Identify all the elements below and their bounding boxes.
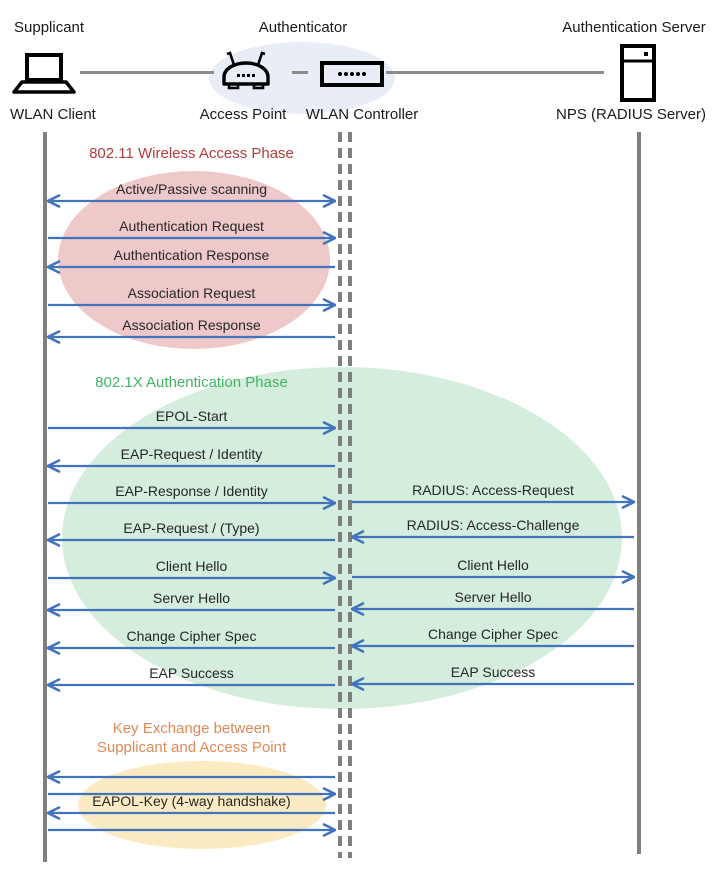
message-label: RADIUS: Access-Request <box>412 482 574 498</box>
lifeline-wlan-client <box>43 132 47 862</box>
role-supplicant-label: Supplicant <box>14 19 85 36</box>
message-label: Association Response <box>122 317 261 333</box>
phase-key-exchange-title-line1: Key Exchange between <box>112 720 271 737</box>
message-label: Client Hello <box>457 557 529 573</box>
message-label: Client Hello <box>155 558 228 574</box>
message-arrow <box>351 602 634 616</box>
message-arrow <box>47 260 335 274</box>
message-label: EAPOL-Key (4-way handshake) <box>92 793 291 809</box>
message-arrow <box>48 571 336 585</box>
message-arrow <box>48 421 336 435</box>
message-arrow <box>351 530 634 544</box>
authenticator-group-ellipse <box>209 42 395 114</box>
controller-box-icon <box>320 61 384 92</box>
lifeline-wlan-controller-left <box>338 132 342 858</box>
message-arrow <box>48 231 336 245</box>
message-arrow <box>47 459 335 473</box>
wireless-router-icon <box>216 50 276 97</box>
message-arrow <box>47 678 335 692</box>
message-label: Authentication Request <box>119 218 264 234</box>
phase-802-11-title: 802.11 Wireless Access Phase <box>89 145 294 162</box>
message-label: EAP-Request / Identity <box>120 446 263 462</box>
message-arrow <box>47 533 335 547</box>
message-label: Change Cipher Spec <box>126 628 257 644</box>
device-wlan-controller-label: WLAN Controller <box>305 106 419 123</box>
connector-line <box>386 71 604 74</box>
message-arrow <box>351 677 634 691</box>
lifeline-nps <box>637 132 641 854</box>
message-arrow <box>48 823 336 837</box>
message-arrow <box>47 194 336 208</box>
message-arrow <box>47 603 335 617</box>
message-arrow <box>48 496 336 510</box>
message-label: EPOL-Start <box>155 408 228 424</box>
message-arrow <box>352 495 635 509</box>
message-label: EAP Success <box>450 664 536 680</box>
connector-line <box>80 71 214 74</box>
lifeline-wlan-controller-right <box>348 132 352 858</box>
message-label: Association Request <box>127 285 256 301</box>
phase-key-exchange-title: Key Exchange between Supplicant and Acce… <box>47 719 336 757</box>
phase-key-exchange-ellipse <box>78 761 326 849</box>
message-label: EAP-Request / (Type) <box>123 520 260 536</box>
role-authenticator-label: Authenticator <box>258 19 348 36</box>
message-arrow <box>47 330 335 344</box>
message-label: Server Hello <box>454 589 532 605</box>
message-label: Server Hello <box>152 590 231 606</box>
message-label: EAP Success <box>149 665 234 681</box>
phase-802-1x-title: 802.1X Authentication Phase <box>95 374 288 391</box>
device-nps-label: NPS (RADIUS Server) <box>555 106 707 123</box>
message-arrow <box>48 298 336 312</box>
message-arrow <box>48 787 336 801</box>
message-label: EAP-Response / Identity <box>115 483 268 499</box>
message-arrow <box>47 806 335 820</box>
connector-line <box>292 71 308 74</box>
phase-key-exchange-title-line2: Supplicant and Access Point <box>96 739 287 756</box>
device-access-point-label: Access Point <box>199 106 287 123</box>
message-arrow <box>352 570 635 584</box>
message-label: Change Cipher Spec <box>428 626 558 642</box>
message-label: Active/Passive scanning <box>116 181 267 197</box>
server-icon <box>620 44 656 107</box>
message-arrow <box>351 639 634 653</box>
message-arrow <box>47 641 335 655</box>
role-auth-server-label: Authentication Server <box>562 19 706 36</box>
message-arrow <box>47 770 335 784</box>
message-label: RADIUS: Access-Challenge <box>406 517 580 533</box>
message-label: Authentication Response <box>113 247 270 263</box>
device-wlan-client-label: WLAN Client <box>10 106 96 123</box>
laptop-icon <box>10 52 78 101</box>
